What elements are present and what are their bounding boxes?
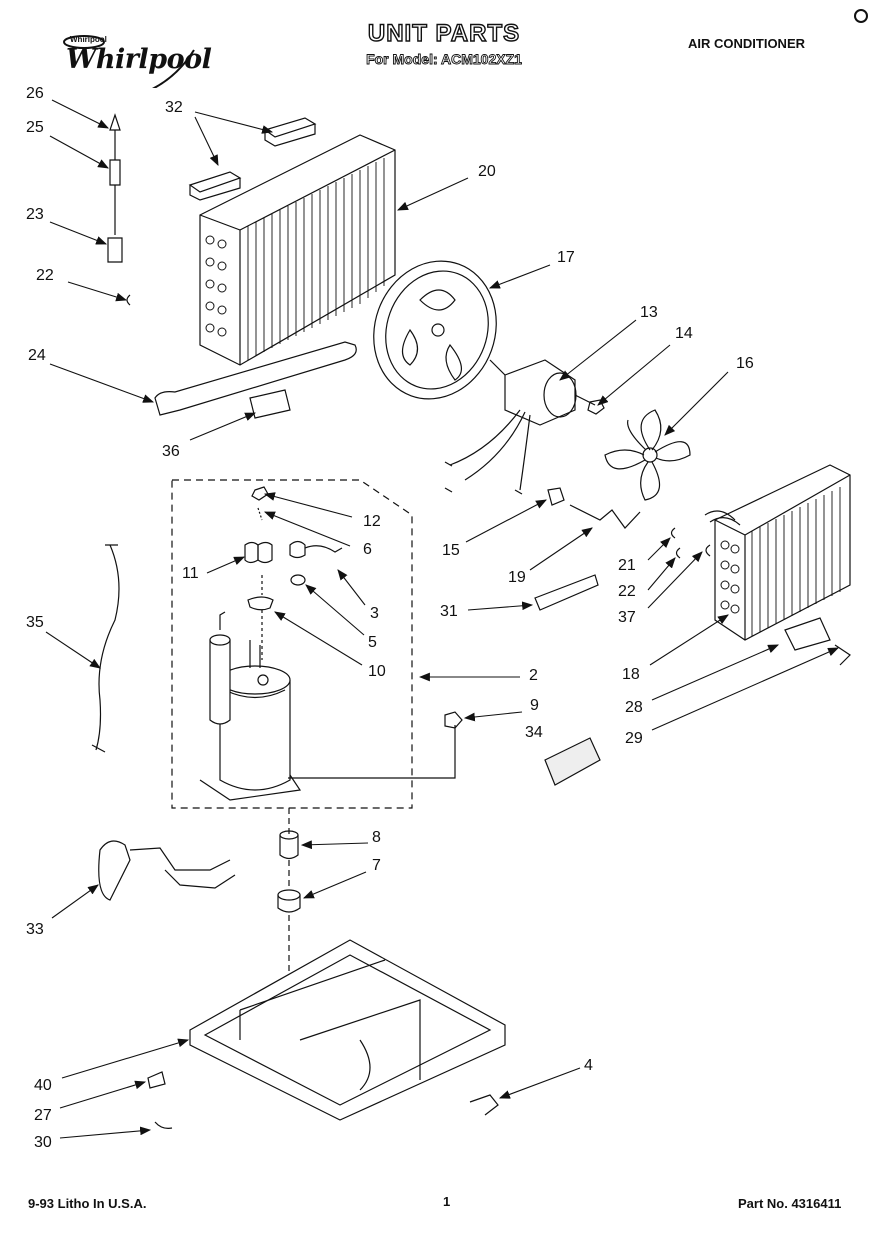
part-number-label: 8 [372,829,381,846]
corner-hole-mark [854,9,868,23]
spring-clip [670,527,676,539]
part-number-label: 6 [363,541,372,558]
heater-tube [154,341,357,416]
terminal-parts [244,486,343,660]
part-number-label: 36 [162,443,180,460]
part-number-label: 2 [529,667,538,684]
compressor-assembly-outline [171,479,413,809]
part-number-label: 3 [370,605,379,622]
litho-note: 9-93 Litho In U.S.A. [28,1196,147,1211]
base-pan [189,939,506,1121]
part-number-label: 24 [28,347,46,364]
capillary-tube-assembly [107,113,131,306]
part-number-label: 12 [363,513,381,530]
part-number-label: 21 [618,557,636,574]
part-number-label: 5 [368,634,377,651]
compressor-grommet [279,835,299,860]
model-subtitle: For Model: ACM102XZ1 [366,51,523,68]
part-number-label: 28 [625,699,643,716]
part-number-label: 10 [368,663,386,680]
part-number-label: 26 [26,85,44,102]
evaporator-fan-blade [604,409,691,501]
part-number-label: 17 [557,249,575,266]
part-number-label: 31 [440,603,458,620]
tube-assembly [98,840,131,901]
part-number-label: 37 [618,609,636,626]
whirlpool-logo-swirl-icon [63,35,195,88]
part-number-label: 32 [165,99,183,116]
logo-small-text: Whirlpool [70,35,107,44]
foam-block [249,389,291,419]
part-number-label: 34 [525,724,543,741]
mounting-nut [444,711,463,729]
coil-bracket [188,117,317,201]
part-number-label: 15 [442,542,460,559]
part-number-label: 27 [34,1107,52,1124]
part-number-label: 22 [36,267,54,284]
condenser-coil [199,134,396,366]
page-number: 1 [443,1194,451,1209]
appliance-category: AIR CONDITIONER [688,36,805,51]
motor-clip [547,487,565,506]
part-number-label: 19 [508,569,526,586]
part-number-label: 18 [622,666,640,683]
part-number-label: 13 [640,304,658,321]
part-number-label: 11 [182,565,199,582]
part-number-label: 22 [618,583,636,600]
part-number-label: 16 [736,355,754,372]
foam-filter [544,737,601,786]
fan-shroud [373,260,497,400]
part-number-label: 9 [530,697,539,714]
part-number-label: 7 [372,857,381,874]
part-number-label: 40 [34,1077,52,1094]
base-clip [469,1094,499,1116]
wire-bracket [569,504,641,529]
fan-motor [444,359,596,495]
part-number-label: 4 [584,1057,593,1074]
compressor [199,611,456,801]
wire-harness [95,544,120,751]
compressor-sleeve [277,895,301,913]
part-number-label: 33 [26,921,44,938]
part-number-label: 29 [625,730,643,747]
part-number-label: 25 [26,119,44,136]
page-title: UNIT PARTS [367,19,521,47]
part-number-label: 20 [478,163,496,180]
wire-clip [154,1121,173,1129]
retainer-clip [784,617,831,651]
mounting-screw [147,1071,166,1089]
brand-logo: Whirlpool [66,44,212,75]
part-number-label: 23 [26,206,44,223]
evaporator-coil [704,464,851,641]
part-number-label: 14 [675,325,693,342]
part-number-label: 30 [34,1134,52,1151]
part-number-footer: Part No. 4316411 [738,1196,842,1211]
cable-tie [534,574,599,611]
part-number-label: 35 [26,614,44,631]
